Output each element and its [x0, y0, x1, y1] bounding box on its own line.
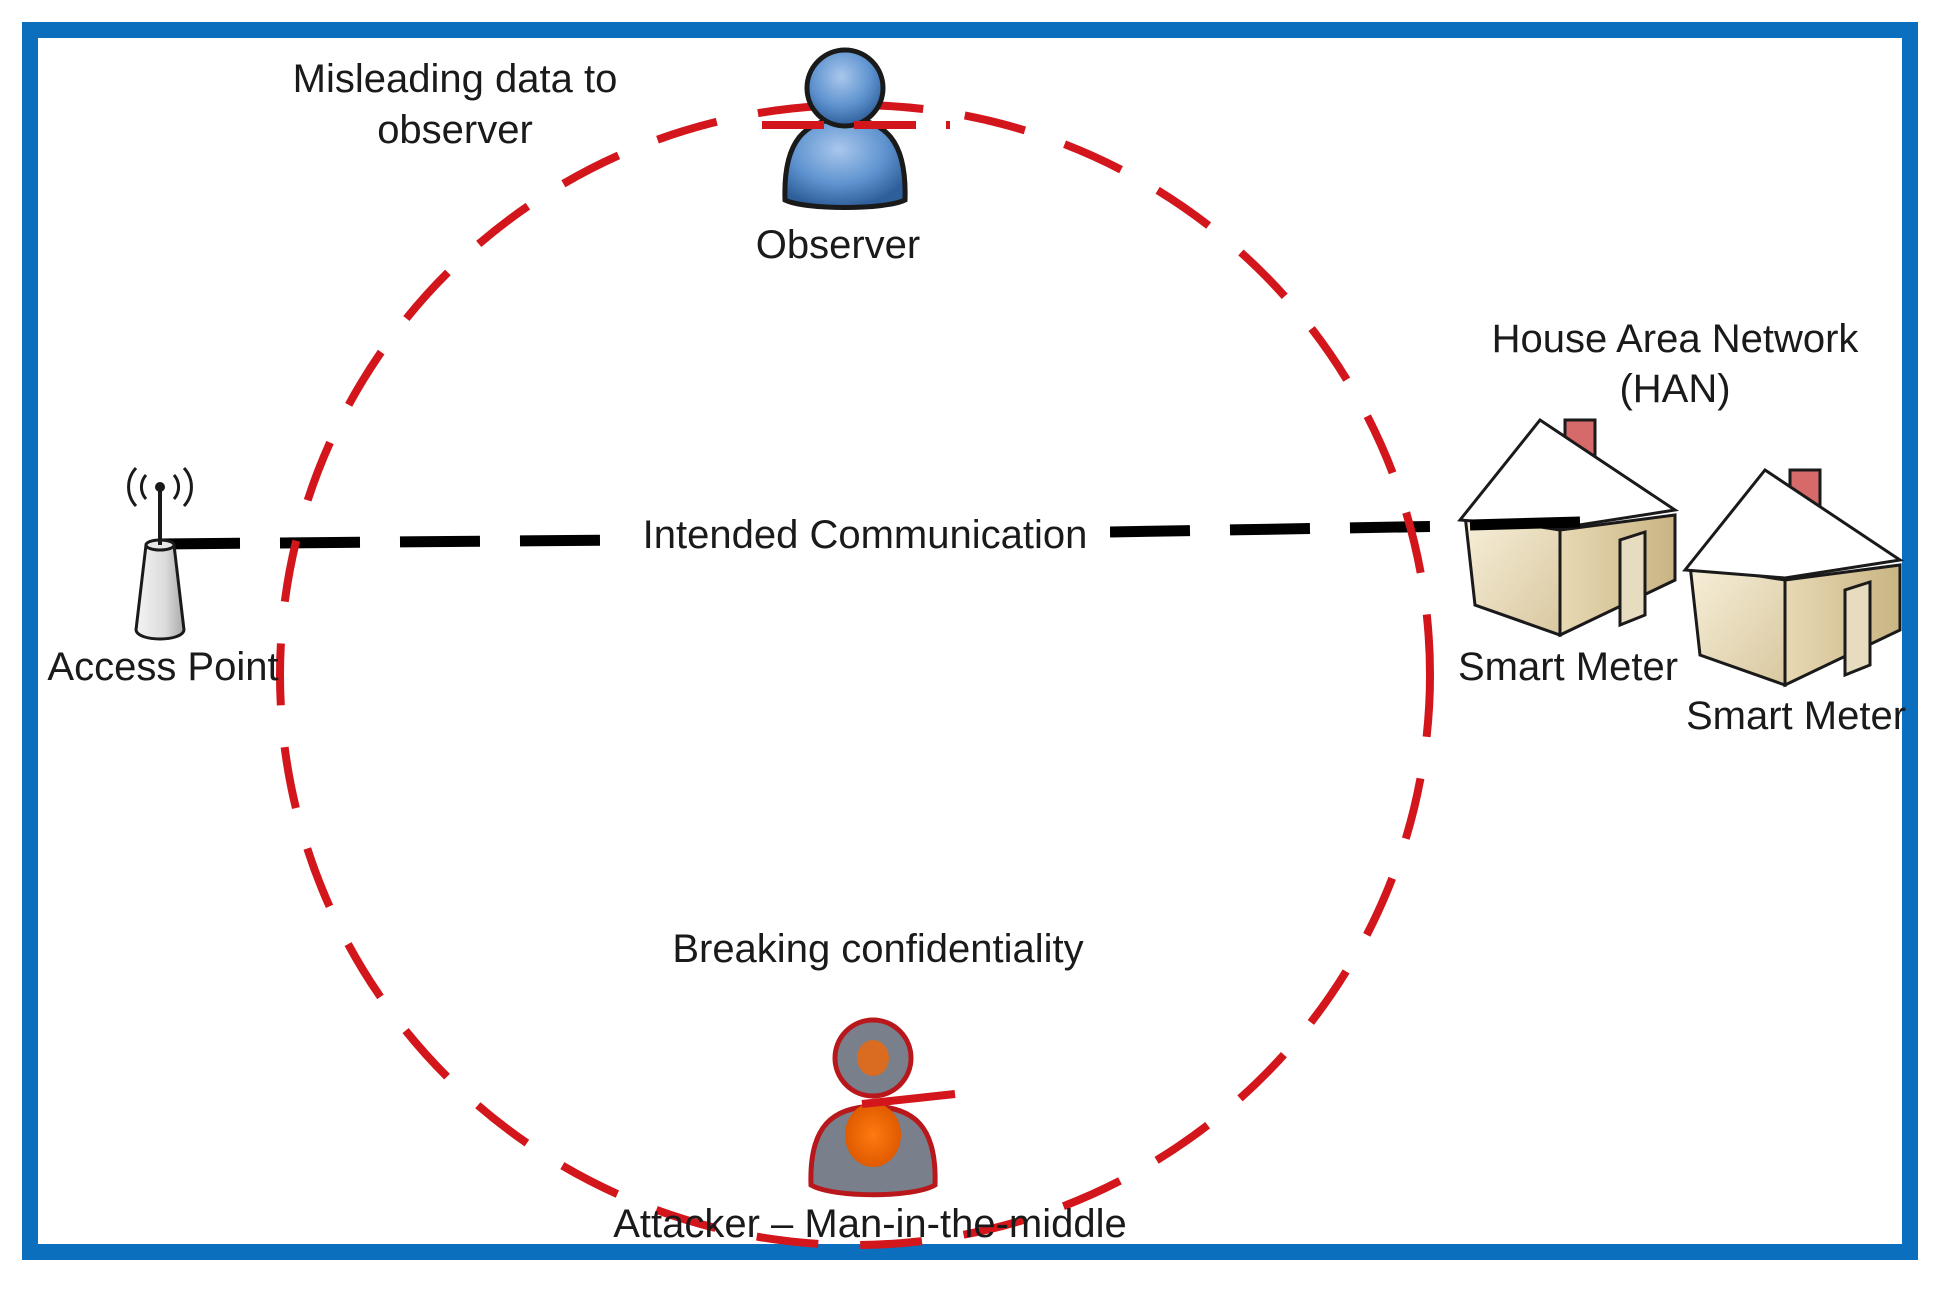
intended-communication-label: Intended Communication — [643, 513, 1088, 557]
misleading-label-line2: observer — [377, 108, 533, 152]
house-icon — [1682, 467, 1905, 688]
access-point-icon — [127, 466, 193, 641]
attack-ring — [276, 101, 1434, 1249]
diagram-frame — [22, 22, 1918, 1260]
smart-meter-label-2: Smart Meter — [1686, 694, 1906, 738]
attacker-label: Attacker – Man-in-the-middle — [613, 1202, 1127, 1246]
smart-meter-label-1: Smart Meter — [1458, 645, 1678, 689]
breaking-confidentiality-label: Breaking confidentiality — [672, 927, 1083, 971]
intended-label-bg — [622, 508, 1110, 556]
house-icon — [1457, 417, 1680, 638]
observer-label: Observer — [756, 223, 921, 267]
han-label-line1: House Area Network — [1492, 317, 1860, 361]
misleading-label-line1: Misleading data to — [293, 57, 618, 101]
observer-icon — [782, 47, 908, 210]
attacker-icon — [808, 1017, 938, 1198]
han-label-line2: (HAN) — [1619, 367, 1730, 411]
access-point-label: Access Point — [47, 645, 278, 689]
